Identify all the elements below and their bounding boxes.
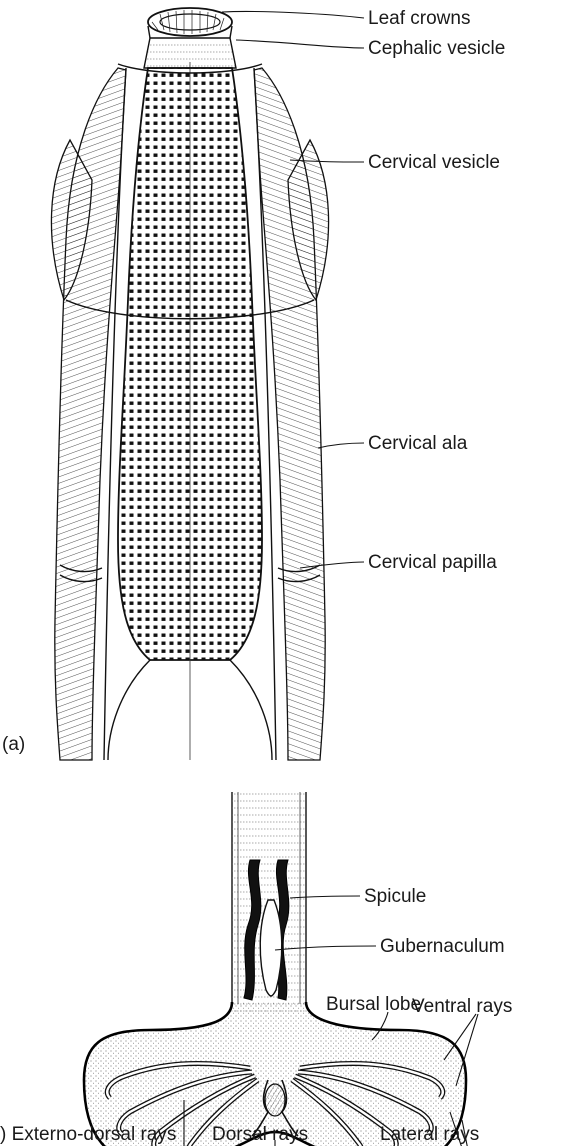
label-bursal-lobe: Bursal lobe	[326, 994, 421, 1015]
dorsal-ray-body	[265, 1084, 285, 1116]
label-lateral-rays: Lateral rays	[380, 1124, 479, 1145]
label-cervical-vesicle: Cervical vesicle	[368, 152, 500, 173]
label-cervical-papilla: Cervical papilla	[368, 552, 497, 573]
label-cephalic-vesicle: Cephalic vesicle	[368, 38, 505, 59]
panel-a-anterior-end	[51, 8, 328, 760]
cephalic-vesicle	[144, 38, 236, 68]
panel-a-label: (a)	[2, 734, 25, 755]
label-externo-dorsal-rays: ) Externo-dorsal rays	[0, 1124, 176, 1145]
label-dorsal-rays: Dorsal rays	[212, 1124, 308, 1145]
label-gubernaculum: Gubernaculum	[380, 936, 505, 957]
panel-b-posterior-end	[84, 792, 466, 1146]
gubernaculum	[260, 900, 282, 996]
label-ventral-rays: Ventral rays	[412, 996, 512, 1017]
label-spicule: Spicule	[364, 886, 426, 907]
label-cervical-ala: Cervical ala	[368, 433, 468, 454]
label-leaf-crowns: Leaf crowns	[368, 8, 470, 29]
